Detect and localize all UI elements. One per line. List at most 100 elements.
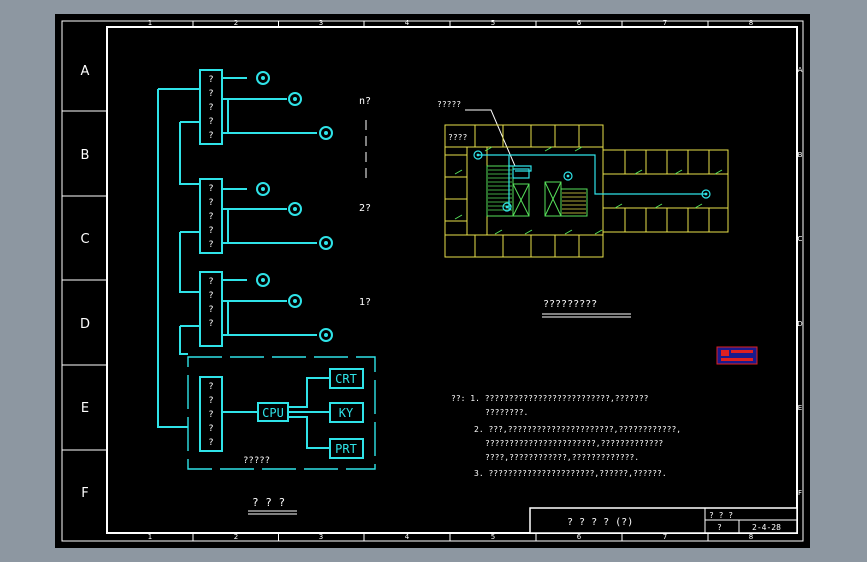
zone-row-f: F	[81, 486, 88, 501]
plan-door-mark	[564, 229, 573, 235]
panel-box-q: ?	[208, 240, 213, 250]
camera-icon-dot	[324, 131, 328, 135]
panel-box-q: ?	[208, 277, 213, 287]
plan-camera-icon	[701, 189, 711, 199]
floor-label-n: n?	[359, 96, 371, 107]
plan-door-mark	[714, 169, 723, 175]
plan-camera-icon	[502, 202, 512, 212]
right-zone-a: A	[798, 66, 803, 74]
panel-box-q: ?	[208, 131, 213, 141]
elevator-right-cross-2	[544, 181, 562, 217]
title-block-q: ?	[717, 523, 722, 532]
right-zone-f: F	[798, 489, 802, 497]
floor-plan: ????? ???? ?????????	[437, 100, 729, 318]
plan-camera-icon-dot	[566, 174, 570, 178]
zone-col-2-top: 2	[234, 19, 238, 27]
zone-row-c: C	[80, 232, 89, 247]
elevator-left	[512, 183, 530, 217]
plan-equipment-box	[512, 168, 530, 179]
outer-frame	[61, 20, 804, 542]
camera-icon-dot	[293, 299, 297, 303]
panel-box-q: ?	[208, 382, 213, 392]
plan-door-mark	[634, 169, 643, 175]
plan-leader-line	[465, 109, 516, 167]
right-zone-b: B	[798, 151, 803, 159]
zone-row-d: D	[80, 317, 90, 332]
panel-box-q: ?	[208, 226, 213, 236]
panel-box-q: ?	[208, 305, 213, 315]
main-riser	[157, 89, 188, 428]
plan-label-top: ?????	[437, 100, 461, 109]
zone-row-e: E	[81, 401, 89, 416]
title-block: ? ? ? ? (?) ? ? ? ? 2-4-28	[529, 507, 798, 534]
panel-box-q: ?	[208, 184, 213, 194]
plan-door-mark	[454, 169, 463, 175]
camera-icon-dot	[324, 333, 328, 337]
camera-icon-dot	[293, 207, 297, 211]
camera-icon-dot	[261, 76, 265, 80]
ky-box	[329, 402, 364, 423]
panel-box-q: ?	[208, 212, 213, 222]
left-zone-strip: A B C D E F	[62, 64, 107, 501]
plan-door-mark	[594, 229, 603, 235]
plan-camera-icon	[473, 150, 483, 160]
zone-col-3-top: 3	[319, 19, 323, 27]
right-zone-strip: A B C D E F	[797, 66, 802, 497]
elevator-left-cross-2	[512, 183, 530, 217]
plan-door-mark	[454, 214, 463, 220]
panel-box-2	[199, 178, 223, 254]
panel-box-q: ?	[208, 319, 213, 329]
panel-box-q: ?	[208, 117, 213, 127]
zone-col-6-bottom: 6	[577, 533, 582, 541]
camera-icon	[319, 236, 333, 250]
zone-col-1-top: 1	[148, 19, 152, 27]
camera-icon-dot	[324, 241, 328, 245]
plan-door-mark	[494, 229, 503, 235]
note-line-3: 2. ???,??????????????????????,??????????…	[474, 425, 681, 434]
camera-icon	[256, 273, 270, 287]
plan-wire-route-c	[508, 166, 511, 210]
system-diagram: n? 2? 1?	[157, 69, 376, 515]
zone-row-b: B	[81, 148, 90, 163]
stamp-logo	[716, 346, 758, 365]
camera-icon	[319, 126, 333, 140]
plan-room-grid	[445, 125, 728, 257]
title-block-top-right: ? ? ?	[709, 511, 733, 520]
right-zone-e: E	[798, 404, 802, 412]
note-line-5: ????,????????????,?????????????.	[485, 453, 639, 462]
cpu-to-crt	[288, 377, 330, 408]
plan-camera-icon-dot	[704, 192, 708, 196]
panel-box-q: ?	[208, 291, 213, 301]
plan-wire-route-a	[478, 154, 532, 172]
riser-link-n	[179, 122, 200, 185]
riser-link-1	[179, 326, 188, 355]
note-line-2: ????????.	[485, 408, 528, 417]
zone-col-2-bottom: 2	[234, 533, 238, 541]
ky-label: KY	[339, 406, 354, 420]
plan-block-wing	[602, 149, 729, 233]
stair-core-right	[560, 188, 588, 217]
cpu-to-prt	[288, 416, 330, 449]
core-hatching	[488, 169, 586, 214]
zone-col-7-bottom: 7	[663, 533, 667, 541]
floor-label-1: 1?	[359, 297, 371, 308]
riser-link-2	[179, 232, 200, 293]
panel-box-q: ?	[208, 424, 213, 434]
drawing-number: 2-4-28	[752, 523, 781, 532]
title-block-main: ? ? ? ? (?)	[567, 517, 633, 528]
zone-col-6-top: 6	[577, 19, 582, 27]
panel-box-q: ?	[208, 198, 213, 208]
zone-col-8-bottom: 8	[749, 533, 753, 541]
note-line-6: 3. ??????????????????????,??????,??????.	[474, 469, 667, 478]
camera-icon-dot	[261, 187, 265, 191]
zone-col-1-bottom: 1	[148, 533, 152, 541]
panel-box-labels: ???????????????????	[208, 75, 213, 448]
crt-label: CRT	[335, 372, 357, 386]
note-line-4: ???????????????????????,?????????????	[485, 439, 663, 448]
camera-icon-dot	[293, 97, 297, 101]
plan-camera-icon	[563, 171, 573, 181]
camera-icon	[288, 92, 302, 106]
plan-door-mark	[484, 146, 493, 152]
right-zone-c: C	[798, 235, 803, 243]
panel-box-n	[199, 69, 223, 145]
